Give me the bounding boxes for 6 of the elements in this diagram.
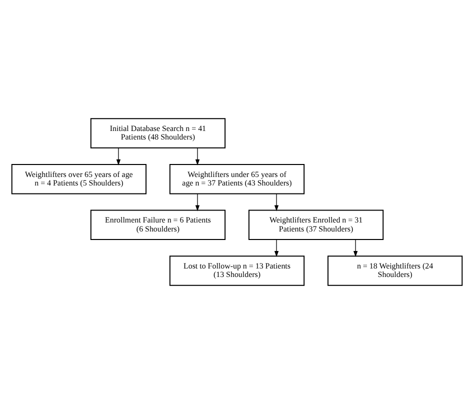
arrow [195, 194, 200, 212]
arrow [353, 239, 358, 258]
arrow [116, 148, 121, 166]
arrow [274, 194, 279, 212]
arrow [274, 239, 279, 258]
arrow [195, 148, 200, 166]
